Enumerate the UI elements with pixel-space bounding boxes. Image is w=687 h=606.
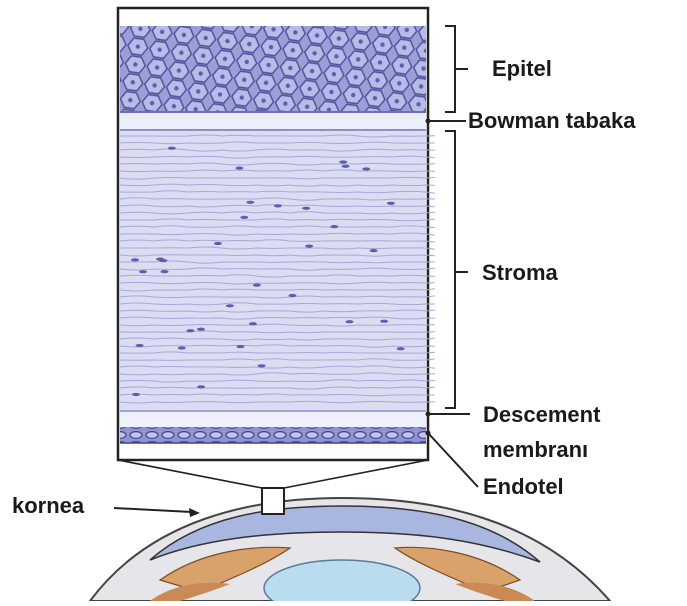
label-descement-line2: membranı	[483, 437, 588, 462]
keratocyte-nucleus	[274, 204, 282, 207]
projection-line-left	[118, 460, 262, 488]
keratocyte-nucleus	[197, 385, 205, 388]
keratocyte-nucleus	[370, 249, 378, 252]
keratocyte-nucleus	[236, 167, 244, 170]
keratocyte-nucleus	[258, 364, 266, 367]
bowman-layer	[120, 112, 426, 130]
keratocyte-nucleus	[342, 165, 350, 168]
keratocyte-nucleus	[156, 258, 164, 261]
keratocyte-nucleus	[186, 329, 194, 332]
keratocyte-nucleus	[302, 207, 310, 210]
keratocyte-nucleus	[237, 345, 245, 348]
stroma-bracket	[445, 131, 468, 408]
keratocyte-nucleus	[249, 322, 257, 325]
endotel-leader	[428, 433, 478, 487]
label-kornea: kornea	[12, 493, 84, 518]
keratocyte-nucleus	[330, 225, 338, 228]
keratocyte-nucleus	[161, 270, 169, 273]
keratocyte-nucleus	[362, 167, 370, 170]
keratocyte-nucleus	[131, 258, 139, 261]
projection-line-right	[284, 460, 428, 488]
label-bowman-tabaka: Bowman tabaka	[468, 108, 636, 133]
keratocyte-nucleus	[346, 320, 354, 323]
keratocyte-nucleus	[132, 393, 140, 396]
sample-box	[262, 488, 284, 514]
keratocyte-nucleus	[214, 242, 222, 245]
label-stroma: Stroma	[482, 260, 558, 285]
keratocyte-nucleus	[226, 304, 234, 307]
keratocyte-nucleus	[380, 320, 388, 323]
keratocyte-nucleus	[197, 328, 205, 331]
keratocyte-nucleus	[339, 160, 347, 163]
keratocyte-nucleus	[246, 201, 254, 204]
keratocyte-nucleus	[178, 346, 186, 349]
keratocyte-nucleus	[240, 216, 248, 219]
epitel-bracket	[445, 26, 468, 112]
keratocyte-nucleus	[139, 270, 147, 273]
keratocyte-nucleus	[136, 344, 144, 347]
eye-cross-section	[90, 498, 610, 601]
label-endotel: Endotel	[483, 474, 564, 499]
keratocyte-nucleus	[168, 147, 176, 150]
descement-layer	[120, 411, 426, 427]
magnified-block	[118, 8, 435, 460]
label-descement-line1: Descement	[483, 402, 600, 427]
endothelium-layer	[120, 427, 426, 443]
keratocyte-nucleus	[253, 284, 261, 287]
kornea-leader	[114, 508, 192, 512]
keratocyte-nucleus	[397, 347, 405, 350]
keratocyte-nucleus	[387, 202, 395, 205]
keratocyte-nucleus	[289, 294, 297, 297]
epithelium-layer	[120, 26, 426, 112]
keratocyte-nucleus	[305, 245, 313, 248]
label-epitel: Epitel	[492, 56, 552, 81]
